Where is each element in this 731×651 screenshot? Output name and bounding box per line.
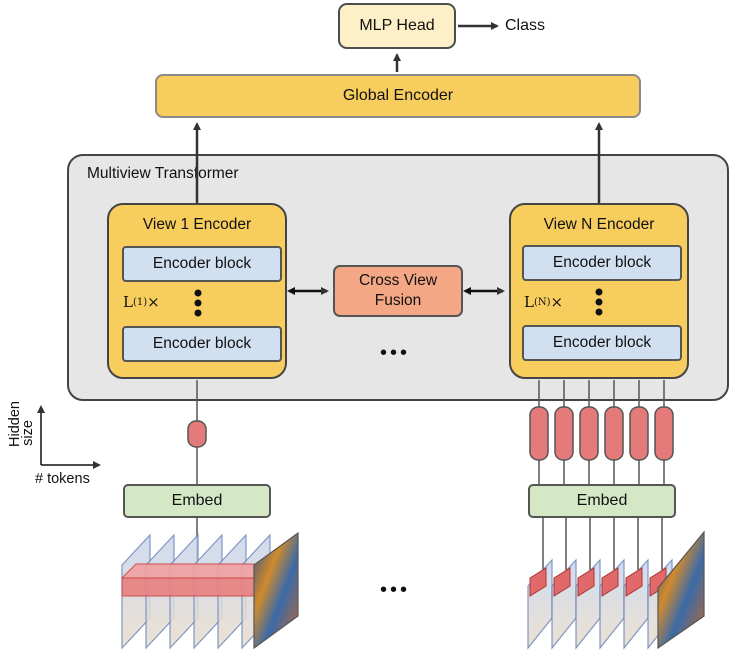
view-n-layer-dots — [595, 288, 603, 316]
left-token — [187, 420, 207, 448]
left-frame-stack — [120, 531, 299, 650]
embed-box-right: Embed — [528, 484, 676, 518]
right-tokens — [529, 406, 674, 461]
view-1-encoder-title: View 1 Encoder — [142, 216, 252, 233]
view-1-layer-count: L(1)× — [123, 292, 193, 312]
axis-tokens-label: # tokens — [35, 471, 90, 487]
right-embed-lines — [542, 518, 663, 570]
view-n-encoder-block-bottom: Encoder block — [522, 325, 682, 361]
fusion-label-line-2: Fusion — [374, 292, 422, 309]
view-1-encoder-block-bottom: Encoder block — [122, 326, 282, 362]
class-output-label: Class — [505, 17, 546, 34]
right-frame-stack — [527, 530, 705, 650]
view-n-encoder-block-top: Encoder block — [522, 245, 682, 281]
view-n-encoder-title: View N Encoder — [543, 216, 655, 233]
layer-count-times: × — [550, 293, 564, 311]
frames-ellipsis: ••• — [379, 578, 410, 601]
views-ellipsis: ••• — [379, 341, 410, 364]
embed-box-left: Embed — [123, 484, 271, 518]
layer-count-base: L — [524, 293, 534, 311]
layer-count-base: L — [123, 293, 133, 311]
layer-count-superscript: (N) — [533, 296, 551, 308]
view-n-layer-count: L(N)× — [524, 292, 594, 312]
layer-count-times: × — [147, 293, 160, 311]
view-1-encoder-block-top: Encoder block — [122, 246, 282, 282]
view-1-layer-dots — [194, 289, 202, 317]
multiview-transformer-title: Multiview Transformer — [87, 165, 239, 182]
layer-count-superscript: (1) — [132, 296, 148, 308]
global-encoder-box: Global Encoder — [155, 74, 641, 118]
mlp-head-box: MLP Head — [338, 3, 456, 49]
fusion-label-line-1: Cross View — [358, 272, 438, 289]
cross-view-fusion-box: Cross View Fusion — [333, 265, 463, 317]
